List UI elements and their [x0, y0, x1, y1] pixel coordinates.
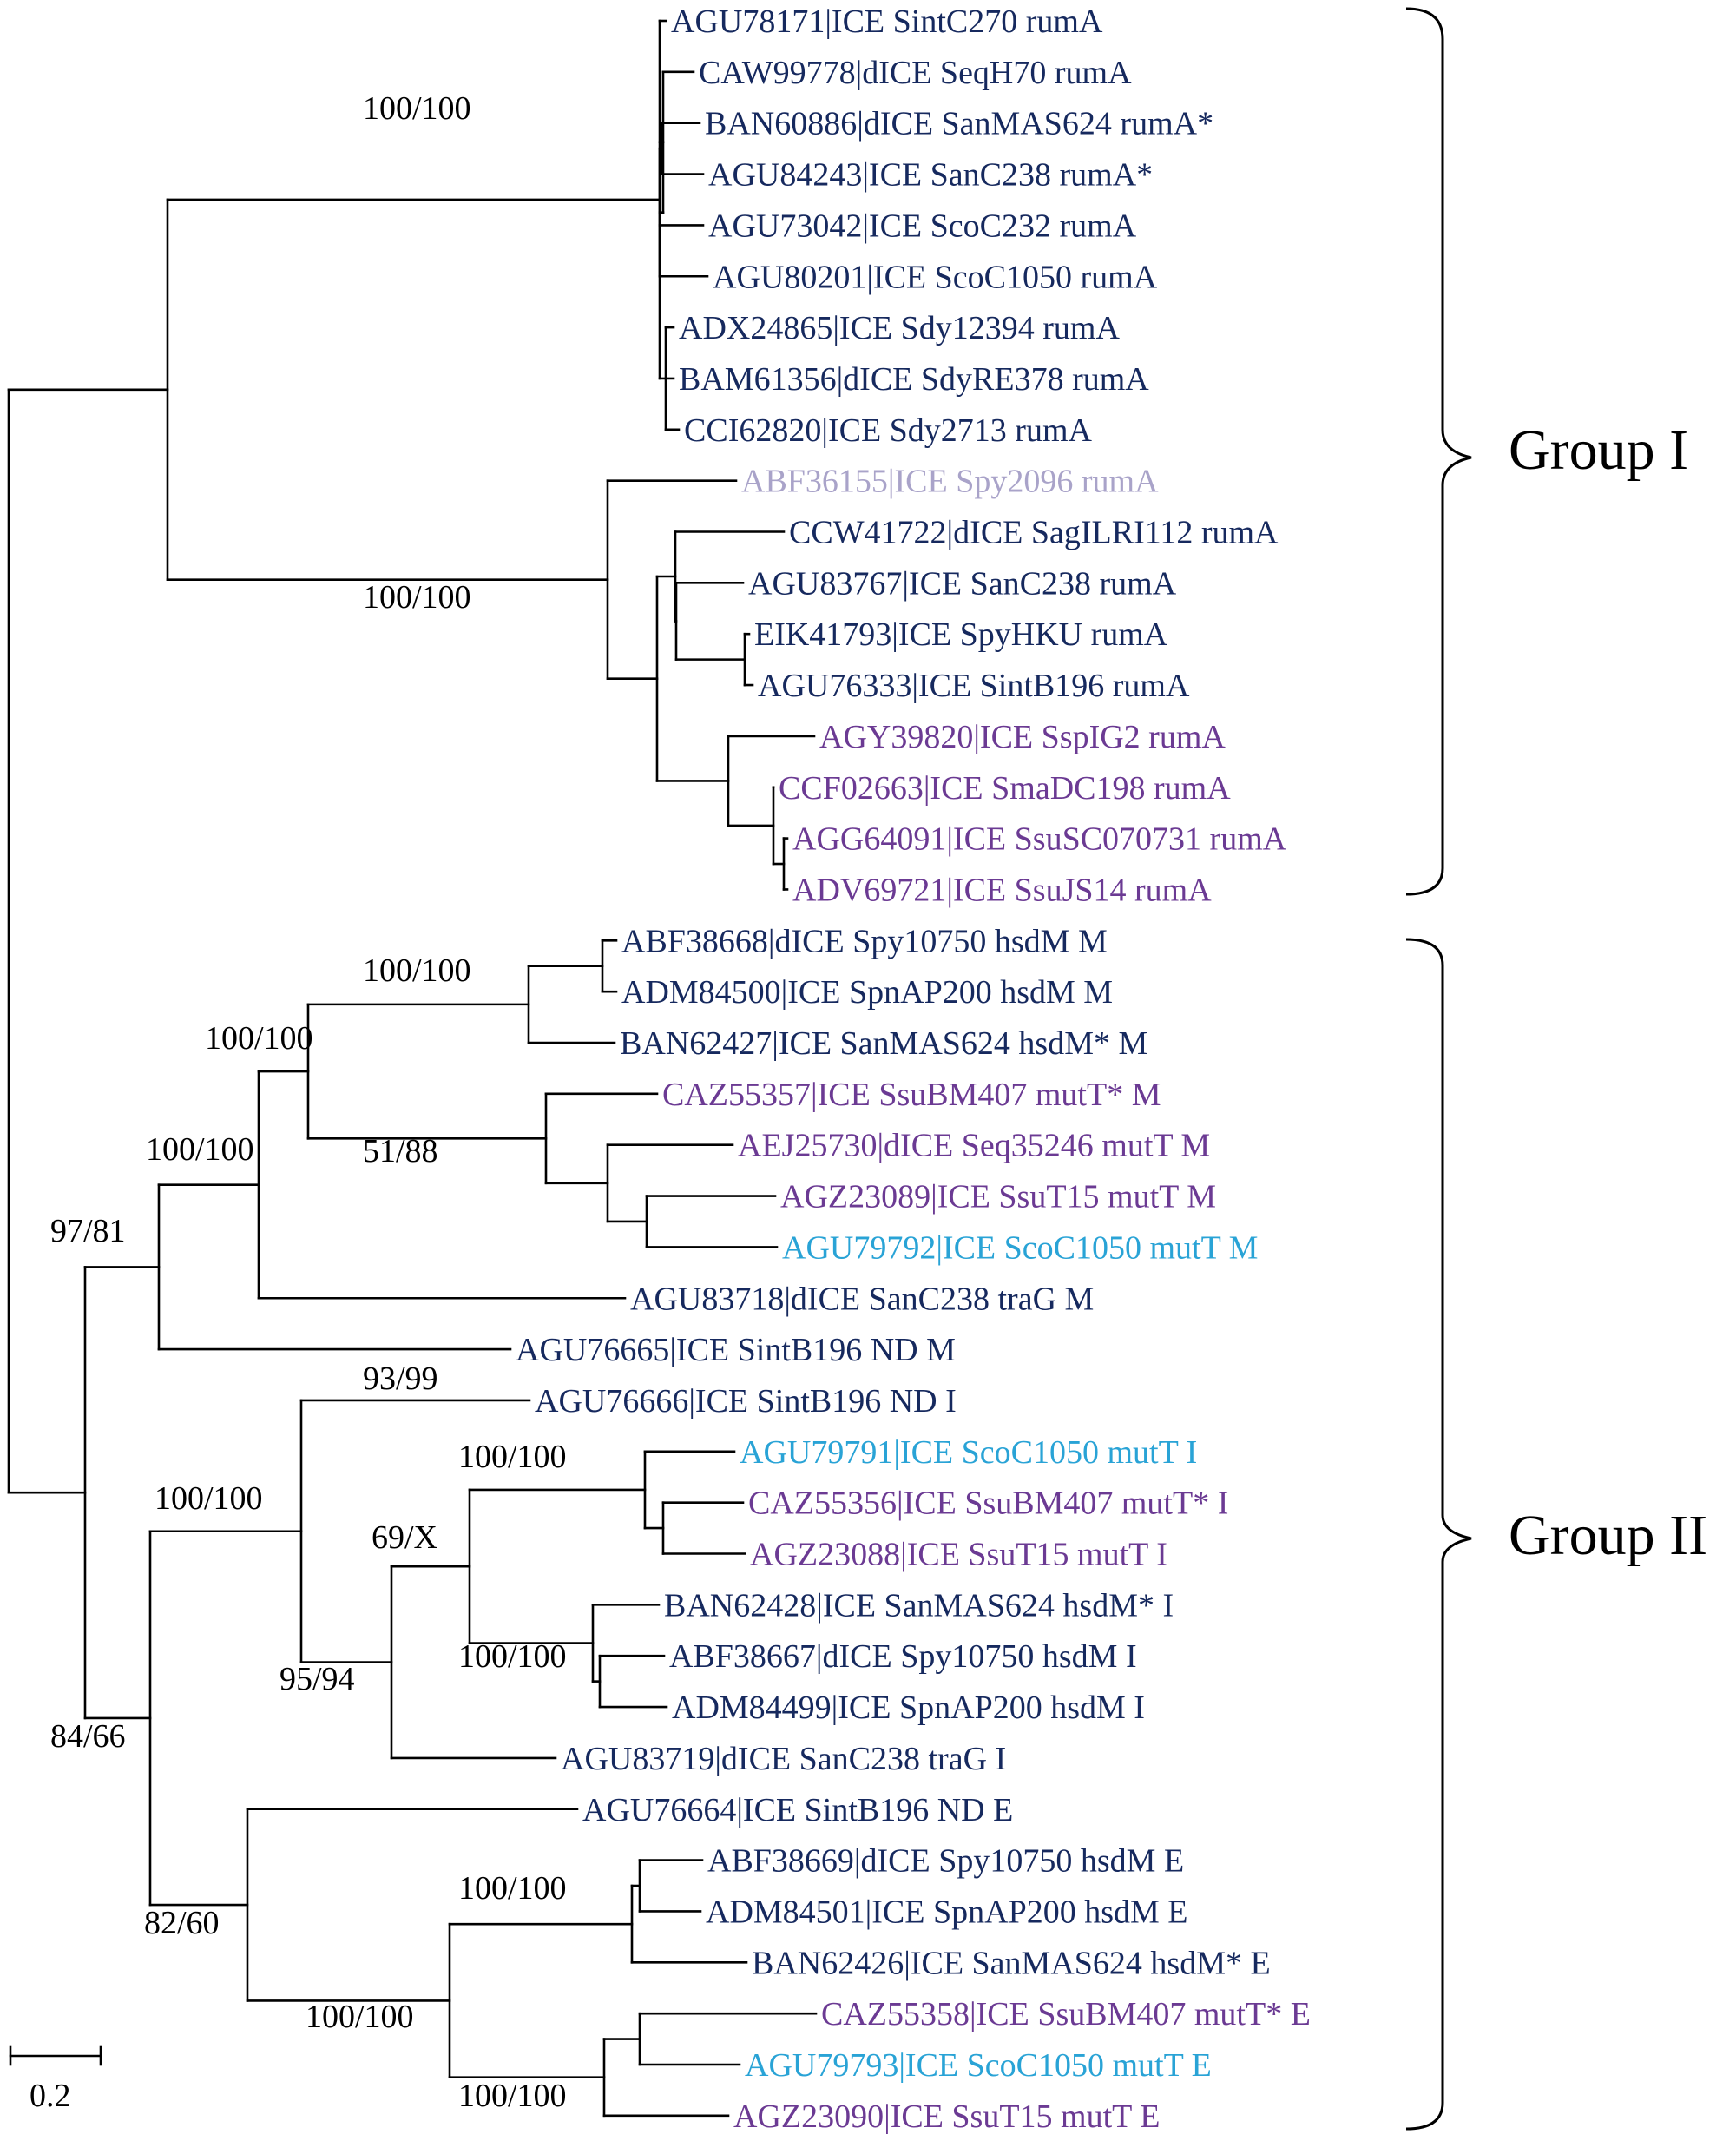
- leaf-label: ABF38669|dICE Spy10750 hsdM E: [707, 1843, 1184, 1880]
- leaf-label: AGY39820|ICE SspIG2 rumA: [819, 719, 1226, 755]
- leaf-label: CCW41722|dICE SagILRI112 rumA: [789, 515, 1279, 551]
- group-i-label: Group I: [1509, 418, 1688, 482]
- support-value: 100/100: [458, 1638, 567, 1675]
- leaf-label: AGU83767|ICE SanC238 rumA: [748, 565, 1177, 602]
- leaf-label: BAN62428|ICE SanMAS624 hsdM* I: [664, 1587, 1174, 1624]
- group-ii-label: Group II: [1509, 1504, 1707, 1567]
- support-value: 100/100: [363, 952, 471, 989]
- group-ii-brace: [1405, 938, 1472, 2131]
- leaf-label: AGZ23088|ICE SsuT15 mutT I: [750, 1537, 1167, 1573]
- leaf-label: AEJ25730|dICE Seq35246 mutT M: [738, 1128, 1210, 1164]
- support-value: 100/100: [306, 1999, 414, 2035]
- leaf-label: BAN62426|ICE SanMAS624 hsdM* E: [752, 1945, 1271, 1981]
- leaf-labels: AGU78171|ICE SintC270 rumA CAW99778|dICE …: [516, 3, 1311, 2135]
- leaf-label: ADV69721|ICE SsuJS14 rumA: [792, 872, 1212, 908]
- leaf-label: ABF38667|dICE Spy10750 hsdM I: [669, 1638, 1137, 1675]
- leaf-label: CAW99778|dICE SeqH70 rumA: [699, 55, 1132, 91]
- support-value: 100/100: [205, 1020, 313, 1057]
- support-value: 100/100: [146, 1131, 254, 1168]
- leaf-label: AGU83718|dICE SanC238 traG M: [630, 1281, 1094, 1317]
- support-value: 69/X: [372, 1519, 437, 1556]
- leaf-label: BAM61356|dICE SdyRE378 rumA: [679, 361, 1149, 398]
- support-value: 82/60: [144, 1905, 220, 1941]
- leaf-label: CAZ55357|ICE SsuBM407 mutT* M: [662, 1077, 1161, 1113]
- leaf-label: AGZ23090|ICE SsuT15 mutT E: [733, 2098, 1160, 2135]
- leaf-label: AGU76664|ICE SintB196 ND E: [582, 1792, 1013, 1828]
- scale-bar-label: 0.2: [30, 2078, 71, 2114]
- leaf-label: AGU76333|ICE SintB196 rumA: [758, 668, 1190, 704]
- tree-branches: [7, 19, 818, 2118]
- leaf-label: ADM84499|ICE SpnAP200 hsdM I: [672, 1690, 1145, 1726]
- leaf-label: AGG64091|ICE SsuSC070731 rumA: [792, 821, 1287, 858]
- support-value: 100/100: [458, 1439, 567, 1475]
- support-value: 93/99: [363, 1360, 438, 1397]
- leaf-label: BAN62427|ICE SanMAS624 hsdM* M: [620, 1025, 1147, 1062]
- leaf-label: AGU79791|ICE ScoC1050 mutT I: [740, 1434, 1197, 1471]
- leaf-label: AGU76666|ICE SintB196 ND I: [535, 1383, 957, 1420]
- leaf-label: CCI62820|ICE Sdy2713 rumA: [684, 412, 1093, 449]
- leaf-label: EIK41793|ICE SpyHKU rumA: [754, 616, 1168, 653]
- leaf-label: CAZ55358|ICE SsuBM407 mutT* E: [821, 1996, 1311, 2032]
- support-value: 51/88: [363, 1133, 438, 1169]
- support-value: 84/66: [50, 1718, 126, 1755]
- leaf-label: AGU73042|ICE ScoC232 rumA: [708, 208, 1137, 244]
- support-value: 100/100: [155, 1480, 263, 1517]
- leaf-label: CCF02663|ICE SmaDC198 rumA: [779, 770, 1231, 807]
- support-value: 100/100: [458, 2078, 567, 2114]
- support-values: 100/100 100/100 100/100 100/100 51/88 100/100…: [50, 90, 567, 2114]
- leaf-label: AGU83719|dICE SanC238 traG I: [561, 1741, 1006, 1777]
- leaf-label: ADM84500|ICE SpnAP200 hsdM M: [621, 974, 1113, 1011]
- leaf-label: ABF38668|dICE Spy10750 hsdM M: [621, 923, 1108, 959]
- leaf-label: AGZ23089|ICE SsuT15 mutT M: [780, 1179, 1216, 1215]
- leaf-label: AGU84243|ICE SanC238 rumA*: [708, 157, 1153, 194]
- support-value: 100/100: [458, 1870, 567, 1907]
- leaf-label: ADX24865|ICE Sdy12394 rumA: [679, 310, 1120, 346]
- leaf-label: AGU79793|ICE ScoC1050 mutT E: [745, 2047, 1212, 2084]
- leaf-label: AGU76665|ICE SintB196 ND M: [516, 1332, 956, 1368]
- support-value: 100/100: [363, 90, 471, 127]
- support-value: 97/81: [50, 1213, 126, 1249]
- leaf-label: AGU79792|ICE ScoC1050 mutT M: [782, 1229, 1258, 1266]
- scale-bar: 0.2: [9, 2045, 102, 2114]
- group-ii-bracket: Group II: [1405, 938, 1707, 2131]
- leaf-label: ABF36155|ICE Spy2096 rumA: [741, 464, 1159, 500]
- leaf-label: BAN60886|dICE SanMAS624 rumA*: [705, 106, 1213, 142]
- group-i-brace: [1405, 7, 1472, 896]
- support-value: 100/100: [363, 579, 471, 616]
- leaf-label: ADM84501|ICE SpnAP200 hsdM E: [706, 1894, 1188, 1930]
- leaf-label: CAZ55356|ICE SsuBM407 mutT* I: [748, 1486, 1228, 1522]
- support-value: 95/94: [279, 1661, 355, 1697]
- leaf-label: AGU80201|ICE ScoC1050 rumA: [713, 259, 1158, 295]
- leaf-label: AGU78171|ICE SintC270 rumA: [671, 3, 1103, 40]
- group-i-bracket: Group I: [1405, 7, 1688, 896]
